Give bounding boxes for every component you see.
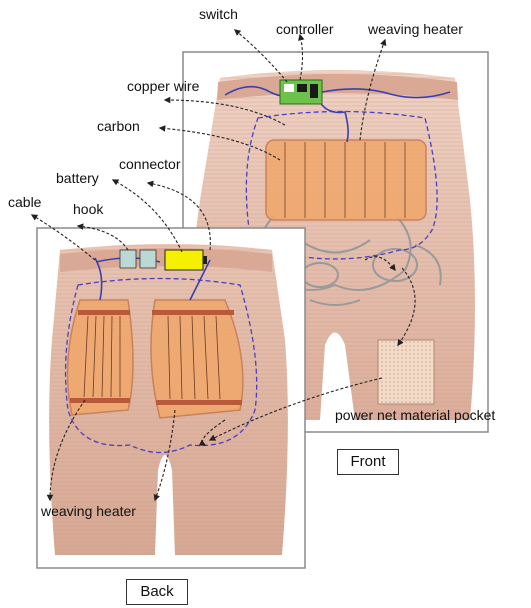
front-view-label: Front	[337, 449, 399, 475]
back-heater-left	[68, 300, 134, 415]
power-net-pocket	[378, 340, 434, 404]
label-battery: battery	[56, 170, 99, 186]
label-power-net-pocket: power net material pocket	[335, 407, 495, 423]
label-switch: switch	[199, 6, 238, 22]
controller-module	[310, 84, 318, 98]
label-cable: cable	[8, 194, 41, 210]
connector	[203, 256, 207, 264]
label-weaving-heater-bottom: weaving heater	[41, 503, 136, 519]
label-carbon: carbon	[97, 118, 140, 134]
controller-display	[297, 84, 307, 92]
battery	[165, 250, 203, 270]
front-carbon-heater	[266, 140, 426, 220]
label-copper-wire: copper wire	[127, 78, 199, 94]
back-view-label: Back	[126, 579, 188, 605]
back-heater-right	[151, 300, 243, 418]
hook-left	[120, 250, 136, 268]
label-controller: controller	[276, 21, 334, 37]
hook-right	[140, 250, 156, 268]
label-connector: connector	[119, 156, 180, 172]
label-hook: hook	[73, 201, 103, 217]
label-weaving-heater-top: weaving heater	[368, 21, 463, 37]
front-switch	[284, 84, 294, 92]
